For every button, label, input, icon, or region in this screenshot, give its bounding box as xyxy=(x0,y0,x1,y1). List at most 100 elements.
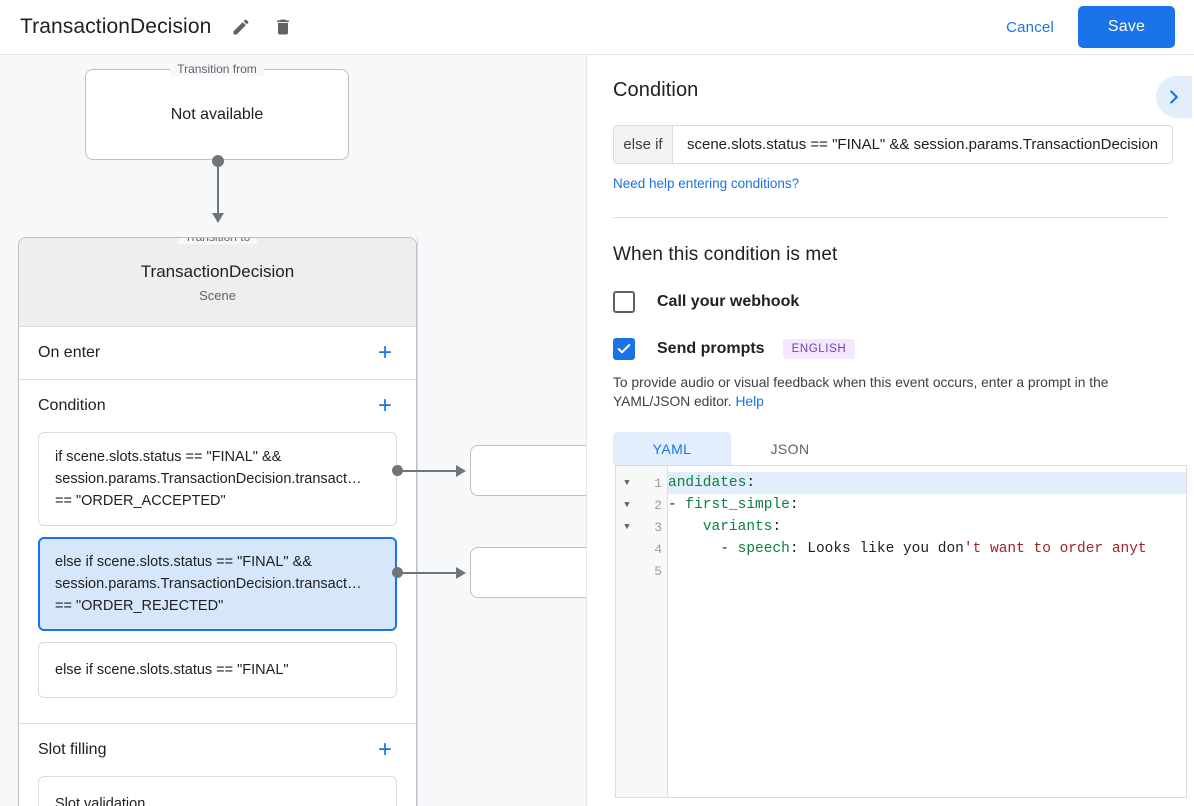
code-token: : xyxy=(789,497,799,513)
section-on-enter: On enter + xyxy=(19,327,416,380)
code-token: : xyxy=(746,475,756,491)
fold-arrow-icon[interactable]: ▼ xyxy=(624,478,630,488)
prompts-description-text: To provide audio or visual feedback when… xyxy=(613,375,1109,409)
editor-line-number: 5 xyxy=(654,563,662,579)
editor-code-line[interactable] xyxy=(668,560,1186,582)
connector-arrow-head xyxy=(456,465,466,477)
call-webhook-label: Call your webhook xyxy=(657,293,800,310)
code-token: : xyxy=(772,519,782,535)
target-box[interactable] xyxy=(470,547,586,598)
code-token xyxy=(668,519,703,535)
editor-code-line[interactable]: - speech: Looks like you don't want to o… xyxy=(668,538,1186,560)
editor-code-line[interactable]: - first_simple: xyxy=(668,494,1186,516)
condition-input[interactable] xyxy=(673,126,1172,163)
call-webhook-checkbox[interactable] xyxy=(613,291,635,313)
condition-item-line1: else if scene.slots.status == "FINAL" xyxy=(55,662,289,678)
canvas-guide-line xyxy=(417,237,418,806)
condition-item-line2: session.params.TransactionDecision.trans… xyxy=(55,576,362,592)
fold-arrow-icon[interactable]: ▼ xyxy=(624,522,630,532)
connector-line xyxy=(398,572,458,574)
condition-input-row[interactable]: else if xyxy=(613,125,1173,164)
condition-heading: Condition xyxy=(613,79,699,101)
target-box[interactable] xyxy=(470,445,586,496)
editor-line-gutter: ▼3 xyxy=(616,516,667,538)
transition-to-card[interactable]: Transition to TransactionDecision Scene … xyxy=(18,237,417,806)
editor-code-line[interactable]: variants: xyxy=(668,516,1186,538)
transition-to-legend: Transition to xyxy=(177,238,258,244)
call-webhook-row[interactable]: Call your webhook xyxy=(613,291,1168,313)
check-icon xyxy=(617,344,631,354)
chevron-right-icon[interactable] xyxy=(1156,76,1192,118)
section-condition: Condition + if scene.slots.status == "FI… xyxy=(19,380,416,724)
top-bar: TransactionDecision Cancel Save xyxy=(0,0,1194,55)
section-title-condition: Condition xyxy=(38,397,106,414)
transition-from-box: Transition from Not available xyxy=(85,62,349,160)
editor-line-number: 4 xyxy=(654,541,662,557)
pencil-icon[interactable] xyxy=(229,15,253,39)
condition-item[interactable]: if scene.slots.status == "FINAL" && sess… xyxy=(38,432,397,526)
send-prompts-checkbox[interactable] xyxy=(613,338,635,360)
editor-line-number: 3 xyxy=(654,519,662,535)
connector-dot xyxy=(392,567,403,578)
code-token: first_simple xyxy=(685,497,790,513)
add-slot-filling-button[interactable]: + xyxy=(377,736,392,763)
add-condition-button[interactable]: + xyxy=(377,392,392,419)
tab-json[interactable]: JSON xyxy=(770,440,810,457)
condition-item-line3: == "ORDER_ACCEPTED" xyxy=(55,493,226,509)
code-token: Looks like you don xyxy=(807,541,964,557)
scene-title: TransactionDecision xyxy=(140,261,295,281)
language-badge: ENGLISH xyxy=(782,339,856,359)
when-condition-met-section: When this condition is met Call your web… xyxy=(587,218,1194,798)
condition-help-link[interactable]: Need help entering conditions? xyxy=(613,176,800,191)
editor-line-gutter: ▼1 xyxy=(616,472,667,494)
code-token: 't want to order anyt xyxy=(963,541,1147,557)
section-header-slot-filling: Slot filling + xyxy=(19,724,416,776)
connector-arrow-head xyxy=(456,567,466,579)
editor-line-number: 2 xyxy=(654,497,662,513)
code-token: speech xyxy=(737,541,790,557)
prompts-help-link[interactable]: Help xyxy=(735,394,764,409)
code-token: - xyxy=(668,541,738,557)
trash-icon[interactable] xyxy=(271,15,295,39)
scene-subtitle: Scene xyxy=(199,287,236,303)
condition-item-line3: == "ORDER_REJECTED" xyxy=(55,598,224,614)
scene-header: TransactionDecision Scene xyxy=(19,238,416,327)
section-title-slot-filling: Slot filling xyxy=(38,741,107,758)
condition-item-line2: session.params.TransactionDecision.trans… xyxy=(55,471,362,487)
arrow-head xyxy=(212,213,224,223)
connector-line xyxy=(398,470,458,472)
section-header-condition: Condition + xyxy=(19,380,416,432)
condition-section: Condition else if Need help entering con… xyxy=(587,55,1194,218)
section-slot-filling: Slot filling + Slot validation xyxy=(19,724,416,806)
send-prompts-label: Send prompts xyxy=(657,340,765,357)
add-on-enter-button[interactable]: + xyxy=(377,339,392,366)
transition-from-value: Not available xyxy=(170,105,264,123)
editor-line-gutter: 5 xyxy=(616,560,667,582)
code-token: variants xyxy=(702,519,773,535)
code-token: andidates xyxy=(668,475,747,491)
cancel-button[interactable]: Cancel xyxy=(992,11,1068,44)
editor-code-line[interactable]: andidates: xyxy=(668,472,1186,494)
section-header-on-enter: On enter + xyxy=(19,327,416,379)
editor-line-gutter: ▼2 xyxy=(616,494,667,516)
fold-arrow-icon[interactable]: ▼ xyxy=(624,500,630,510)
condition-item-selected[interactable]: else if scene.slots.status == "FINAL" &&… xyxy=(38,537,397,631)
section-divider xyxy=(613,217,1168,218)
prompts-description: To provide audio or visual feedback when… xyxy=(613,373,1168,411)
code-token: : xyxy=(789,541,808,557)
arrow-line xyxy=(217,161,219,216)
slot-validation-item[interactable]: Slot validation xyxy=(38,776,397,806)
send-prompts-row[interactable]: Send prompts ENGLISH xyxy=(613,338,1168,360)
page-title: TransactionDecision xyxy=(20,15,212,38)
condition-item[interactable]: else if scene.slots.status == "FINAL" xyxy=(38,642,397,698)
slot-validation-label: Slot validation xyxy=(55,796,146,806)
connector-dot xyxy=(392,465,403,476)
save-button[interactable]: Save xyxy=(1078,6,1175,48)
editor-line-gutter: 4 xyxy=(616,538,667,560)
graph-canvas[interactable]: Transition from Not available Transition… xyxy=(0,55,586,806)
transition-from-legend: Transition from xyxy=(170,62,264,76)
editor-code-area[interactable]: andidates:- first_simple: variants: - sp… xyxy=(668,466,1186,797)
tab-yaml[interactable]: YAML xyxy=(613,432,731,465)
